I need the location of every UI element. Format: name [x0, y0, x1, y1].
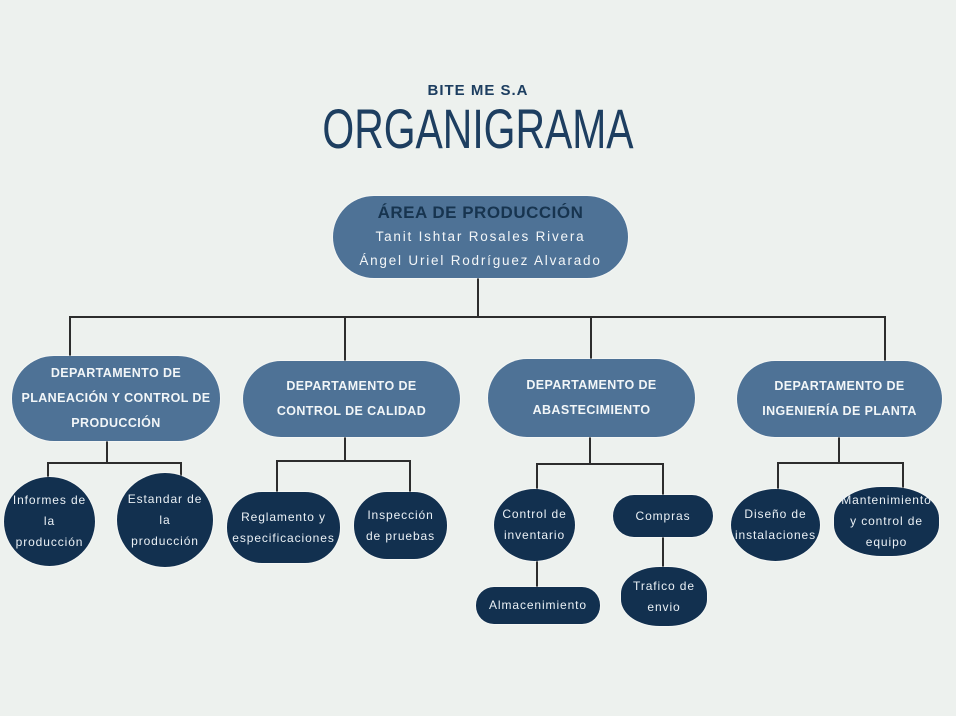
leaf-label-line: producción	[15, 535, 84, 549]
leaf-label-line: Informes de	[12, 493, 87, 507]
connector-almacenimiento-stem	[536, 560, 538, 589]
leaf-node-control-inventario: Control de inventario	[494, 489, 575, 561]
connector-mantenimiento-drop	[902, 462, 904, 489]
root-node-area-produccion: ÁREA DE PRODUCCIÓN Tanit Ishtar Rosales …	[333, 196, 628, 278]
leaf-label-line: Estandar de	[127, 491, 203, 506]
connector-dept3-bus	[536, 463, 664, 465]
connector-inspeccion-drop	[409, 460, 411, 494]
dept-label-line: DEPARTAMENTO DE	[774, 379, 905, 393]
leaf-node-informes-produccion: Informes de la producción	[4, 477, 95, 566]
leaf-node-almacenimiento: Almacenimiento	[476, 587, 600, 624]
leaf-label-line: inventario	[503, 528, 566, 542]
dept-label-line: DEPARTAMENTO DE	[286, 379, 417, 393]
dept-label-line: ABASTECIMIENTO	[532, 403, 651, 417]
leaf-label-line: y control de	[850, 514, 923, 528]
dept-label-line: INGENIERÍA DE PLANTA	[762, 404, 917, 418]
dept-node-planeacion: DEPARTAMENTO DE PLANEACIÓN Y CONTROL DE …	[12, 356, 220, 441]
leaf-label-line: envio	[647, 599, 681, 614]
dept-label-line: PRODUCCIÓN	[71, 416, 161, 430]
dept-label-line: CONTROL DE CALIDAD	[276, 404, 427, 418]
connector-control-drop	[536, 463, 538, 491]
leaf-node-estandar-produccion: Estandar de la producción	[117, 473, 213, 567]
connector-dept4-bus	[777, 462, 904, 464]
leaf-node-diseno-instalaciones: Diseño de instalaciones	[731, 489, 820, 561]
leaf-label-line: producción	[131, 533, 199, 548]
connector-estandar-drop	[180, 462, 182, 476]
connector-trafico-stem	[662, 536, 664, 569]
leaf-label-line: Trafico de	[633, 578, 695, 593]
leaf-label-line: instalaciones	[734, 528, 817, 542]
leaf-node-reglamento-especificaciones: Reglamento y especificaciones	[227, 492, 340, 563]
leaf-label-line: equipo	[865, 535, 908, 549]
leaf-node-compras: Compras	[613, 495, 713, 537]
dept-label-line: DEPARTAMENTO DE	[50, 366, 182, 380]
leaf-label-line: la	[159, 512, 171, 527]
connector-informes-drop	[47, 462, 49, 479]
connector-dept1-stem	[106, 439, 108, 464]
connector-root-drop	[477, 278, 479, 317]
root-member-name: Ángel Uriel Rodríguez Alvarado	[359, 253, 602, 268]
connector-main-bus	[69, 316, 886, 318]
connector-dept3-drop	[590, 316, 592, 361]
connector-diseno-drop	[777, 462, 779, 491]
leaf-label-line: especificaciones	[232, 530, 335, 545]
leaf-label-line: Inspección	[367, 507, 434, 522]
page-title: ORGANIGRAMA	[322, 97, 634, 160]
connector-dept1-bus	[47, 462, 182, 464]
leaf-label-line: la	[43, 514, 56, 528]
dept-node-control-calidad: DEPARTAMENTO DE CONTROL DE CALIDAD	[243, 361, 460, 437]
dept-node-abastecimiento: DEPARTAMENTO DE ABASTECIMIENTO	[488, 359, 695, 437]
connector-dept2-drop	[344, 316, 346, 363]
connector-dept4-drop	[884, 316, 886, 363]
connector-dept4-stem	[838, 436, 840, 463]
leaf-node-trafico-envio: Trafico de envio	[621, 567, 707, 626]
connector-reglamento-drop	[276, 460, 278, 493]
connector-compras-drop	[662, 463, 664, 497]
leaf-node-mantenimiento-equipo: Mantenimiento y control de equipo	[834, 487, 939, 556]
dept-node-ingenieria-planta: DEPARTAMENTO DE INGENIERÍA DE PLANTA	[737, 361, 942, 437]
leaf-label-line: Compras	[635, 508, 691, 523]
leaf-label-line: de pruebas	[365, 528, 436, 543]
leaf-node-inspeccion-pruebas: Inspección de pruebas	[354, 492, 447, 559]
root-node-title: ÁREA DE PRODUCCIÓN	[377, 203, 584, 222]
root-member-name: Tanit Ishtar Rosales Rivera	[375, 229, 586, 244]
dept-label-line: PLANEACIÓN Y CONTROL DE	[21, 391, 211, 405]
leaf-label-line: Control de	[502, 507, 567, 521]
leaf-label-line: Diseño de	[744, 507, 807, 521]
connector-dept2-bus	[276, 460, 411, 462]
connector-dept3-stem	[589, 436, 591, 464]
dept-label-line: DEPARTAMENTO DE	[526, 378, 657, 392]
leaf-label-line: Reglamento y	[241, 509, 326, 524]
leaf-label-line: Mantenimiento	[841, 493, 932, 507]
connector-dept1-drop	[69, 316, 71, 358]
leaf-label-line: Almacenimiento	[489, 598, 587, 612]
company-name: BITE ME S.A	[427, 82, 529, 99]
connector-dept2-stem	[344, 436, 346, 461]
